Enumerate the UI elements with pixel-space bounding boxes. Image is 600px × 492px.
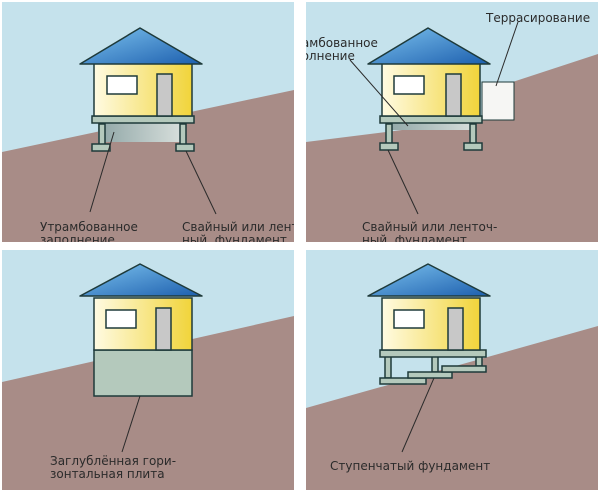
terracing-leader: [495, 21, 519, 87]
panel-slab: Заглублённая гори- зонтальная плита: [2, 250, 294, 490]
compacted-fill-area: [386, 122, 476, 130]
label-pile-foundation: Свайный или ленточ- ный фундамент: [182, 220, 294, 243]
footing-left: [91, 143, 111, 152]
label-compacted-fill: Утрамбованное заполнение: [40, 220, 138, 243]
step-3: [441, 365, 487, 373]
stepped-leader: [401, 377, 435, 453]
pile-right: [469, 123, 477, 145]
house: [367, 27, 491, 151]
label-compacted-fill: Утрамбованное заполнение: [306, 36, 378, 63]
pile-left: [98, 123, 106, 146]
window: [393, 75, 425, 95]
window: [393, 309, 425, 329]
terrace-cut: [481, 81, 515, 121]
door: [445, 73, 462, 117]
floor-beam: [379, 349, 487, 358]
label-terracing: Террасирование: [486, 11, 591, 25]
house: [367, 263, 491, 385]
foundation-leader: [387, 149, 419, 215]
buried-slab: [93, 349, 193, 397]
footing-right: [175, 143, 195, 152]
floor-beam: [379, 115, 483, 124]
slope-ground: [2, 316, 294, 490]
roof: [79, 263, 203, 297]
pile-right: [179, 123, 187, 146]
panel-compacted-fill: Утрамбованное заполнение Свайный или лен…: [2, 2, 294, 242]
house: [79, 27, 203, 152]
panel-stepped: Ступенчатый фундамент: [306, 250, 598, 490]
pile-2: [431, 355, 439, 373]
slope-ground: [306, 54, 598, 242]
panel-terracing: Террасирование Утрамбованное заполнение …: [306, 2, 598, 242]
floor-beam: [91, 115, 195, 124]
door: [447, 307, 464, 351]
roof: [79, 27, 203, 65]
door: [156, 73, 173, 117]
slope-ground: [2, 90, 294, 242]
diagram-terracing: [306, 2, 598, 242]
label-pile-foundation: Свайный или ленточ- ный фундамент: [362, 220, 498, 243]
step-1: [379, 377, 427, 385]
slope-ground: [306, 326, 598, 490]
roof: [367, 27, 491, 65]
foundation-leader: [185, 150, 217, 215]
diagram-slab: [2, 250, 294, 490]
diagram-compacted-fill: [2, 2, 294, 242]
fill-leader: [349, 59, 409, 127]
compacted-fill-area: [98, 122, 184, 142]
window: [106, 75, 138, 95]
slab-leader: [121, 395, 141, 453]
door: [155, 307, 172, 351]
step-2: [407, 371, 453, 379]
label-stepped-foundation: Ступенчатый фундамент: [330, 459, 491, 473]
fill-leader: [89, 131, 115, 213]
pile-left: [385, 123, 393, 145]
footing-right: [463, 142, 483, 151]
house: [79, 263, 203, 397]
window: [105, 309, 137, 329]
pile-1: [384, 355, 392, 379]
footing-left: [379, 142, 399, 151]
roof: [367, 263, 491, 297]
diagram-stepped: [306, 250, 598, 490]
label-buried-slab: Заглублённая гори- зонтальная плита: [50, 454, 177, 481]
